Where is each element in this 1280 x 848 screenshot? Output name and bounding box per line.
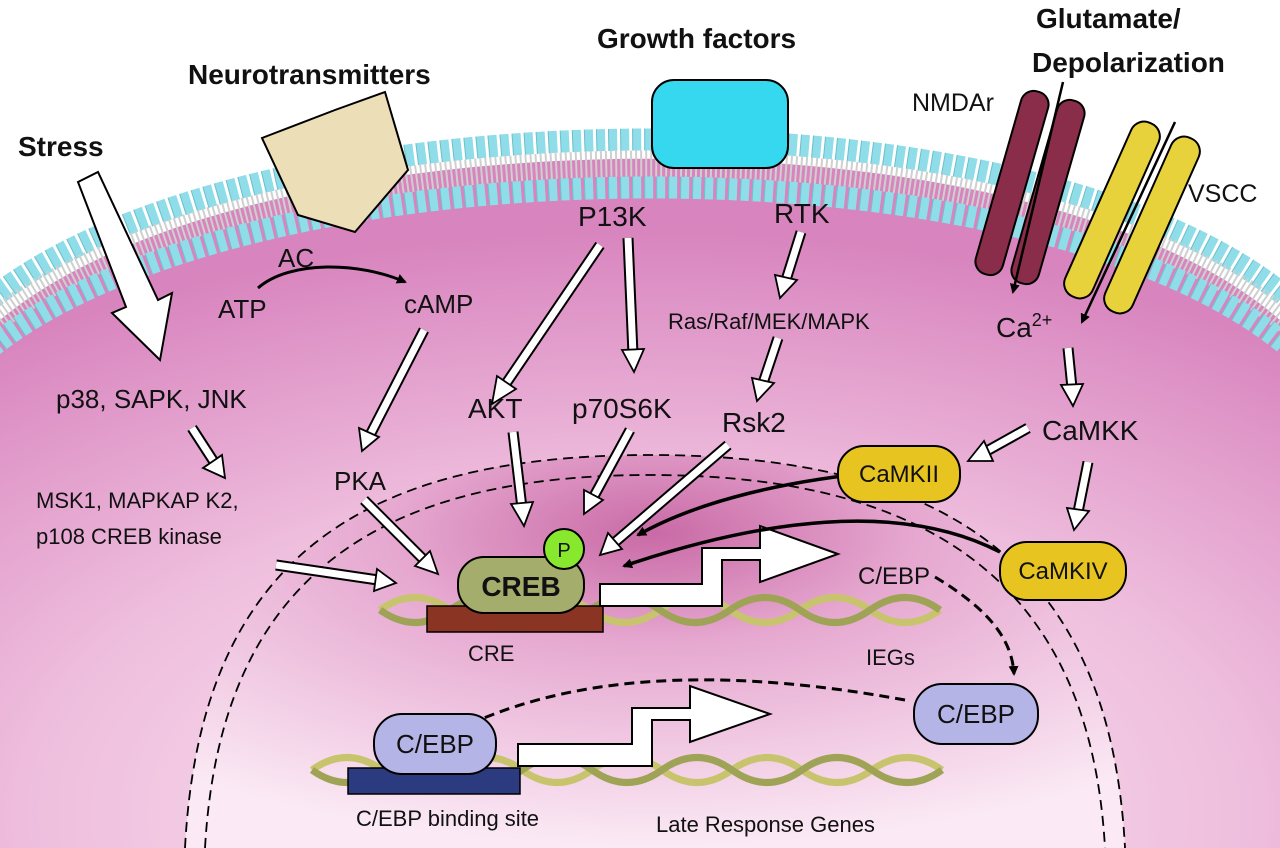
ac-label: AC bbox=[278, 243, 314, 273]
camp-label: cAMP bbox=[404, 289, 473, 319]
pka-label: PKA bbox=[334, 466, 387, 496]
cebp-cytoplasm-label: C/EBP bbox=[937, 699, 1015, 729]
rsk2-label: Rsk2 bbox=[722, 407, 786, 438]
cre-label: CRE bbox=[468, 641, 514, 666]
growth-factor-receptor bbox=[651, 79, 789, 169]
akt-label: AKT bbox=[468, 393, 522, 424]
camkii-protein bbox=[837, 445, 961, 503]
cebp-bound-protein bbox=[373, 713, 497, 775]
p38-label: p38, SAPK, JNK bbox=[56, 384, 247, 414]
creb-label: CREB bbox=[481, 571, 560, 602]
camkiv-to-creb-arrow bbox=[622, 519, 1001, 569]
camkiv-protein bbox=[999, 541, 1127, 601]
ras-pathway-label: Ras/Raf/MEK/MAPK bbox=[668, 309, 870, 334]
vscc-label: VSCC bbox=[1188, 180, 1257, 208]
cebp-export-arrow bbox=[934, 575, 1019, 676]
nmdar-channel bbox=[974, 89, 1086, 286]
stress-label: Stress bbox=[18, 131, 104, 162]
signal-arrows bbox=[187, 230, 1094, 593]
p70s6k-label: p70S6K bbox=[572, 393, 672, 424]
cebp-transcript-label: C/EBP bbox=[858, 563, 930, 590]
nmdar-label: NMDAr bbox=[912, 89, 994, 117]
neurotransmitter-receptor bbox=[260, 90, 410, 234]
calcium-label: Ca2+ bbox=[996, 310, 1052, 343]
neurotransmitters-label: Neurotransmitters bbox=[188, 59, 431, 90]
atp-label: ATP bbox=[218, 294, 267, 324]
ac-conversion-arrow bbox=[257, 265, 407, 290]
late-response-genes-label: Late Response Genes bbox=[656, 812, 875, 837]
camkk-label: CaMKK bbox=[1042, 415, 1139, 446]
vscc-channel bbox=[1063, 120, 1201, 315]
phospho-label: P bbox=[557, 540, 570, 562]
stress-arrow bbox=[76, 170, 174, 363]
cebp-binding-site-label: C/EBP binding site bbox=[356, 806, 539, 831]
rtk-label: RTK bbox=[774, 198, 830, 229]
creb-protein bbox=[457, 556, 585, 614]
cebp-cytoplasm-protein bbox=[913, 683, 1039, 745]
iegs-label: IEGs bbox=[866, 645, 915, 670]
cebp-return-arrow bbox=[468, 678, 906, 726]
phospho-group bbox=[543, 528, 585, 570]
camkii-label: CaMKII bbox=[859, 461, 939, 488]
depolarization-label: Depolarization bbox=[1032, 47, 1225, 78]
nmdar-calcium-influx-arrow bbox=[1009, 81, 1065, 294]
p13k-label: P13K bbox=[578, 201, 647, 232]
ieg-transcription-arrow bbox=[599, 524, 841, 607]
cebp-bound-label: C/EBP bbox=[396, 729, 474, 759]
glutamate-label: Glutamate/ bbox=[1036, 3, 1181, 34]
camkiv-label: CaMKIV bbox=[1018, 558, 1107, 585]
msk1-label: MSK1, MAPKAP K2, bbox=[36, 488, 239, 513]
growth-factors-label: Growth factors bbox=[597, 23, 796, 54]
late-gene-transcription-arrow bbox=[517, 684, 774, 767]
vscc-calcium-influx-arrow bbox=[1080, 121, 1177, 324]
p108-label: p108 CREB kinase bbox=[36, 524, 222, 549]
